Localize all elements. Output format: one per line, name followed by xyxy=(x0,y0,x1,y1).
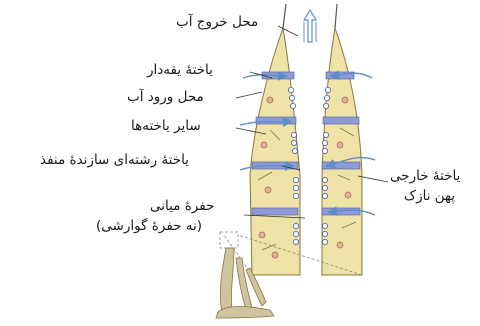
water-exit-arrow xyxy=(304,10,316,42)
label-water-exit: محل خروج آب xyxy=(176,14,258,30)
label-central-cavity: حفرهٔ میانی xyxy=(150,198,214,214)
label-other-cells: سایر یاخته‌ها xyxy=(131,118,201,134)
label-collar-cell: یاختهٔ یقه‌دار xyxy=(147,62,213,78)
label-outer-cell-2: پهن نازک xyxy=(404,188,455,204)
right-body-wall xyxy=(322,28,362,275)
right-spike xyxy=(335,4,337,28)
label-water-entry: محل ورود آب xyxy=(127,89,204,105)
label-pore-cell: یاختهٔ رشته‌ای سازندهٔ منفذ xyxy=(40,152,189,168)
label-not-digestive: (نه حفرهٔ گوارشی) xyxy=(96,218,202,234)
label-outer-cell-1: یاختهٔ خارجی xyxy=(390,168,460,184)
left-spike xyxy=(283,4,286,28)
